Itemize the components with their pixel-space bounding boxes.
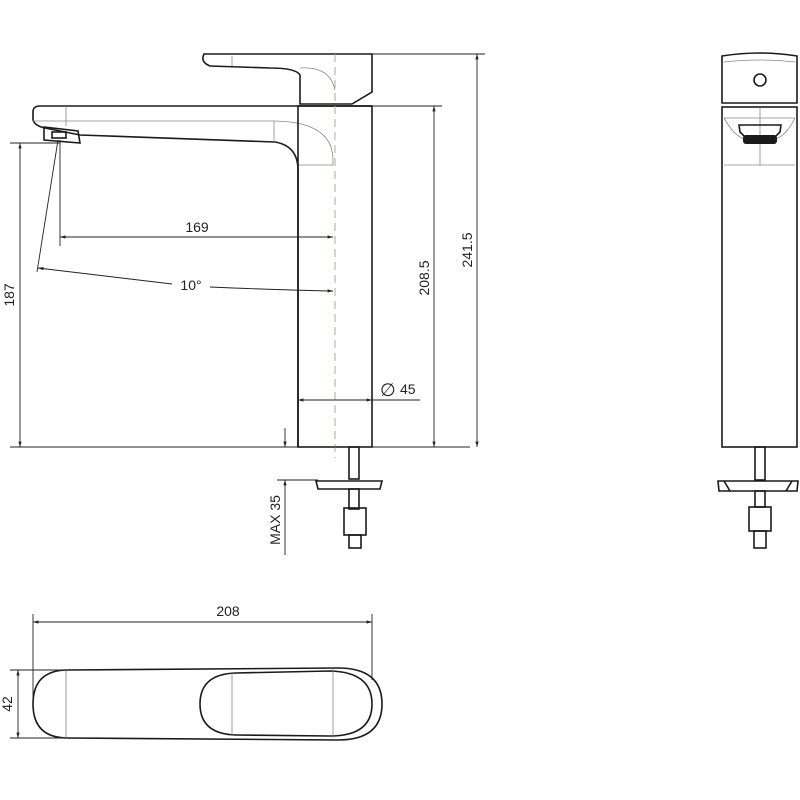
dim-body-diameter: 45 — [400, 381, 416, 397]
dim-spout-reach: 169 — [185, 219, 209, 235]
mounting-kit — [314, 446, 384, 549]
top-view-dimensions: 208 42 — [0, 603, 373, 739]
aerator — [43, 126, 81, 144]
dim-body-height: 208.5 — [416, 260, 432, 295]
handle-lever — [202, 53, 373, 105]
dim-diameter-symbol: ∅ — [380, 380, 396, 400]
spout — [32, 105, 372, 447]
front-view-faucet — [717, 52, 799, 549]
top-view-faucet — [32, 667, 383, 741]
side-view-dimensions: 169 10° 187 208.5 241.5 ∅ 45 MAX 35 — [1, 53, 485, 555]
dim-top-length: 208 — [216, 603, 240, 619]
dim-spout-height: 187 — [1, 283, 17, 307]
front-mounting-kit — [717, 446, 799, 549]
handle-screw — [753, 73, 767, 87]
dim-top-width: 42 — [0, 696, 15, 712]
side-view-faucet — [32, 53, 384, 549]
dim-max-deck-thickness: MAX 35 — [267, 495, 283, 545]
dim-total-height: 241.5 — [459, 232, 475, 267]
dim-spout-angle: 10° — [180, 277, 201, 293]
